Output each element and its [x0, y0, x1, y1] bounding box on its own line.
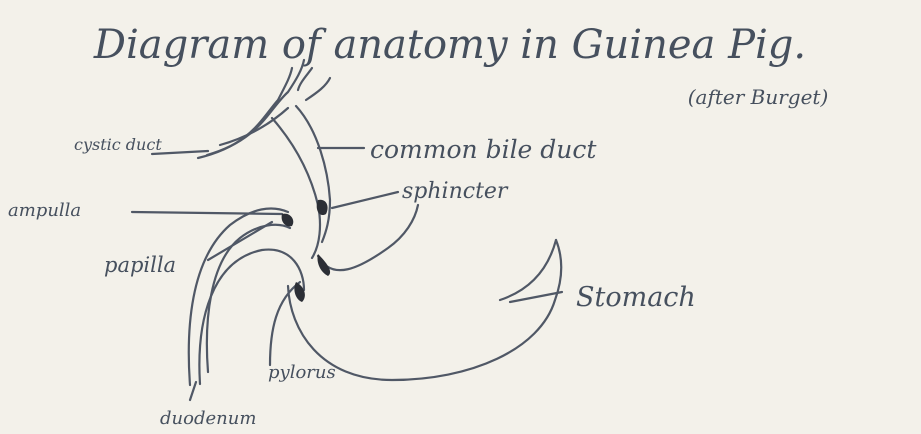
leader-ampulla — [132, 212, 282, 214]
label-pylorus: pylorus — [268, 362, 336, 383]
label-sphincter: sphincter — [402, 179, 509, 204]
common-bile-duct-left-wall — [272, 118, 320, 258]
diagram-title: Diagram of anatomy in Guinea Pig. — [93, 22, 806, 68]
stomach-body-curve — [288, 240, 561, 380]
stomach-top — [500, 240, 556, 300]
diagram-subtitle: (after Burget) — [688, 85, 829, 109]
stomach-outer-curve — [318, 205, 418, 270]
leader-papilla — [208, 222, 272, 260]
label-cystic-duct: cystic duct — [74, 135, 162, 154]
label-ampulla: ampulla — [8, 200, 81, 221]
duodenum-outer-wall — [189, 208, 288, 385]
label-papilla: papilla — [104, 253, 176, 277]
duct-drawing — [132, 60, 562, 400]
common-bile-duct-right-wall — [296, 106, 330, 242]
hepatic-duct-left-inner — [198, 68, 292, 158]
hepatic-branch-small-2 — [306, 78, 330, 100]
label-stomach: Stomach — [576, 282, 696, 313]
papilla-mark — [282, 214, 294, 227]
label-duodenum: duodenum — [160, 408, 256, 429]
leader-sphincter — [332, 192, 398, 208]
stomach-mark — [317, 254, 330, 276]
label-common-bile-duct: common bile duct — [370, 135, 597, 164]
duodenum-inner-wall — [207, 225, 290, 372]
